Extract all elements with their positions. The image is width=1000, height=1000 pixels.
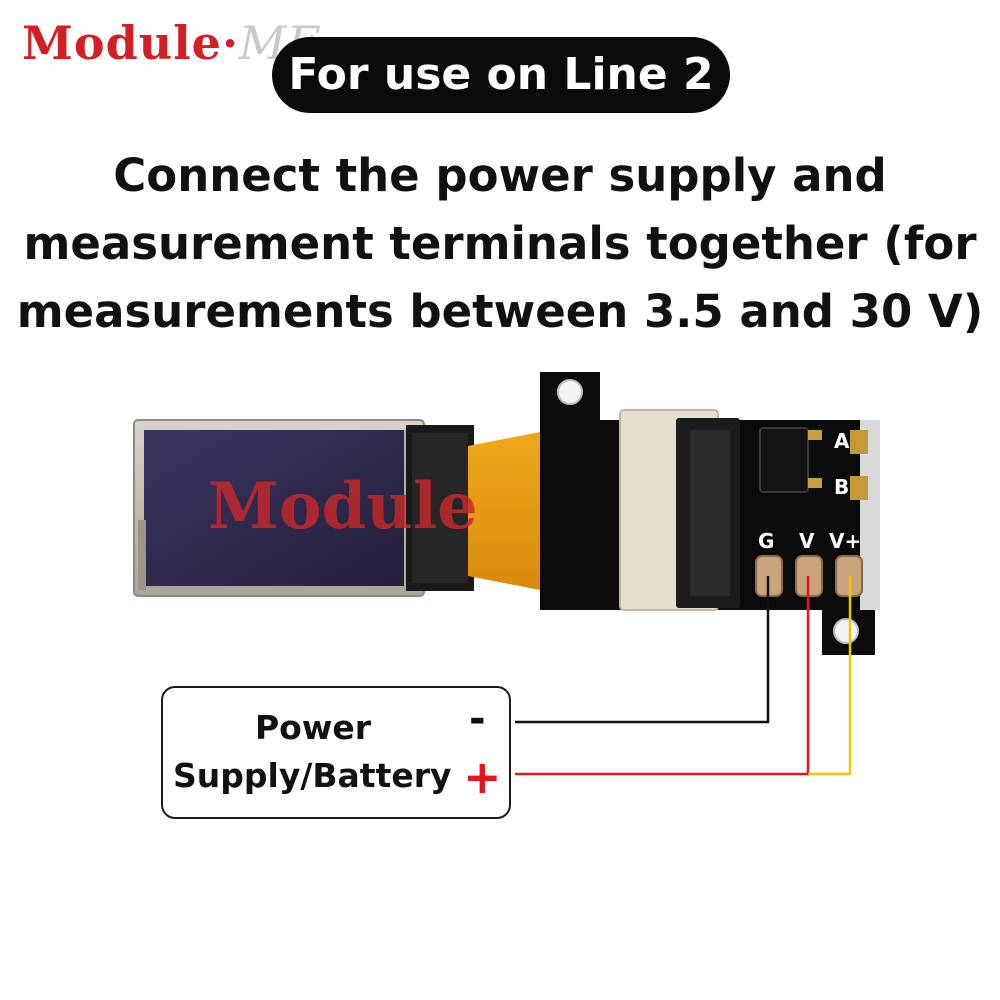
pad-b-label: B bbox=[834, 475, 849, 499]
power-supply-label-line1: Power bbox=[255, 708, 371, 747]
heading-line-3: measurements between 3.5 and 30 V) bbox=[16, 285, 984, 338]
instruction-heading: Connect the power supply and measurement… bbox=[0, 142, 1000, 346]
ic-chip bbox=[759, 427, 822, 493]
power-supply-label-line2: Supply/Battery bbox=[173, 756, 452, 795]
brand-watermark: Module·ME bbox=[22, 16, 322, 70]
negative-terminal-icon: - bbox=[469, 696, 486, 742]
pad-a: A bbox=[834, 429, 868, 454]
mounting-hole-bottom bbox=[833, 618, 859, 644]
terminal-v-label: V bbox=[799, 529, 815, 553]
pad-a-label: A bbox=[834, 429, 850, 453]
wire-ground bbox=[515, 576, 770, 724]
center-watermark: Module bbox=[208, 469, 478, 544]
brand-watermark-text: Module bbox=[22, 16, 222, 70]
wire-vplus bbox=[808, 576, 852, 776]
mounting-hole-top bbox=[557, 379, 583, 405]
fpc-connector bbox=[619, 409, 740, 611]
terminal-g-label: G bbox=[758, 529, 774, 553]
terminal-vplus-label: V+ bbox=[829, 529, 861, 553]
power-supply-box: Power Supply/Battery - + bbox=[161, 686, 511, 819]
line-badge-text: For use on Line 2 bbox=[288, 49, 714, 100]
line-badge: For use on Line 2 bbox=[272, 37, 730, 113]
heading-line-2: measurement terminals together (for bbox=[23, 217, 977, 270]
heading-line-1: Connect the power supply and bbox=[113, 149, 887, 202]
pad-b: B bbox=[834, 475, 868, 500]
display-connector bbox=[406, 425, 474, 591]
positive-terminal-icon: + bbox=[463, 750, 502, 804]
